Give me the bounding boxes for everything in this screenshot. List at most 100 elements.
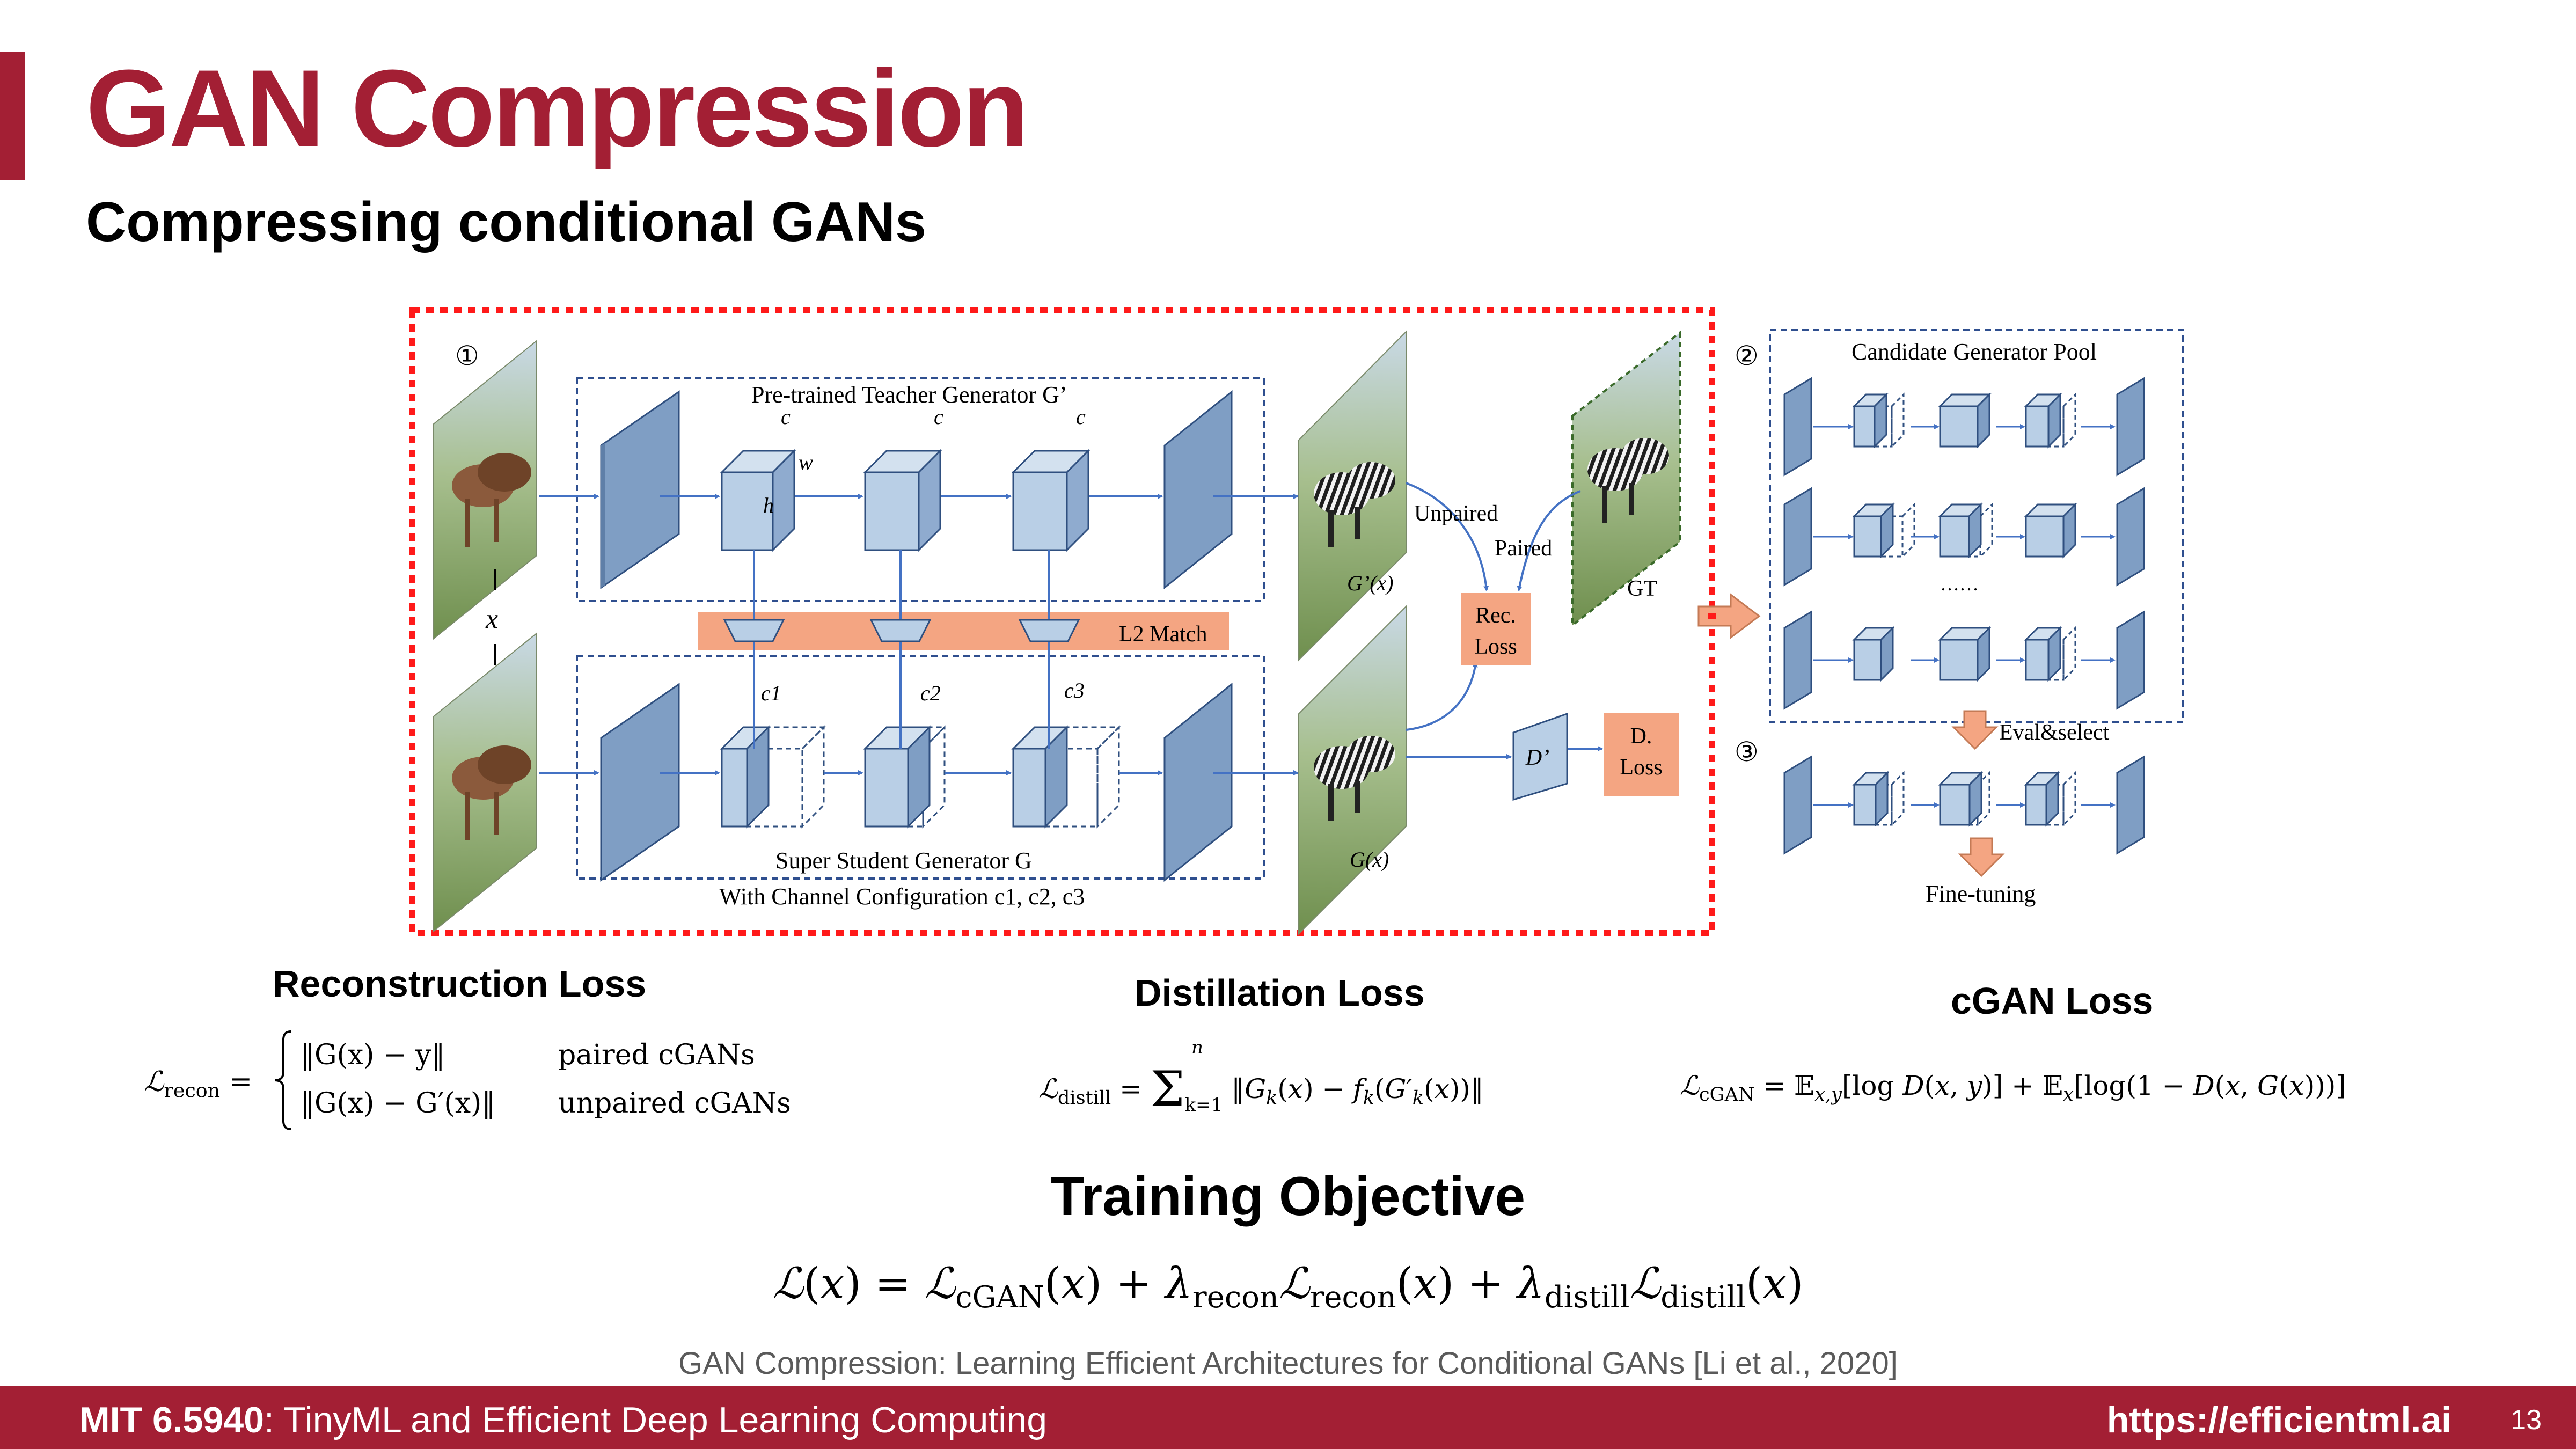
- rec-loss-label-line2: Loss: [1474, 634, 1517, 659]
- pool-row-1-output-layer: [2116, 377, 2145, 477]
- pool-row-3-block-1-front: [1853, 639, 1882, 681]
- teacher-generator-box: [576, 377, 1265, 602]
- pool-row-2-block-3-front: [2025, 515, 2065, 558]
- recon-case2-condition: unpaired cGANs: [558, 1087, 791, 1119]
- teacher-channel-label-3: c: [1076, 405, 1086, 429]
- teacher-channel-label-1: c: [781, 405, 791, 429]
- discriminator-shape: [1512, 712, 1568, 801]
- slide-subtitle: Compressing conditional GANs: [86, 191, 926, 253]
- training-objective-equation: ℒ(x) = ℒcGAN(x) + λreconℒrecon(x) + λdis…: [772, 1258, 1804, 1315]
- pool-row-1-block-1-front: [1853, 405, 1876, 448]
- d-loss-label-line2: Loss: [1620, 755, 1662, 780]
- stage-transition-dot: [1708, 613, 1716, 619]
- step-marker-1: ①: [455, 340, 479, 371]
- pool-row-2-output-layer: [2116, 487, 2145, 587]
- fine-tuning-arrow: [1958, 837, 2005, 877]
- footer-url-link[interactable]: https://efficientml.ai: [2106, 1400, 2451, 1440]
- pool-row-4-block-3-outline-side: [2062, 771, 2076, 827]
- input-x-label: x: [485, 604, 498, 634]
- teacher-channel-label-2: c: [934, 405, 943, 429]
- title-accent-bar: [0, 52, 25, 180]
- pool-row-4-input-layer: [1783, 755, 1812, 855]
- pool-row-2-block-2-outline-side: [1979, 502, 1993, 559]
- zebra-ground-truth: [1571, 330, 1681, 628]
- footer-course: MIT 6.5940: TinyML and Efficient Deep Le…: [79, 1402, 1047, 1438]
- horse-input-image-student: [433, 632, 537, 933]
- unpaired-label: Unpaired: [1414, 501, 1498, 526]
- student-channel-label-1: c1: [761, 681, 781, 705]
- d-loss-box: [1604, 713, 1679, 796]
- pool-row-3-block-3-outline-side: [2062, 626, 2076, 682]
- distill-sum-upper: n: [1191, 1037, 1203, 1058]
- teacher-generator-label: Pre-trained Teacher Generator G’: [751, 382, 1067, 408]
- student-generator-box: [576, 655, 1265, 880]
- pool-row-2-block-2-front: [1939, 515, 1970, 558]
- pool-row-4-block-2-outline-side: [1977, 771, 1990, 827]
- pool-row-1-block-2-front: [1939, 405, 1979, 448]
- cgan-loss-heading: cGAN Loss: [1951, 980, 2154, 1022]
- channel-config-label: With Channel Configuration c1, c2, c3: [719, 883, 1085, 910]
- recon-case1: ‖G(x) − y‖: [301, 1039, 445, 1071]
- pool-row-1-block-1-outline-side: [1891, 392, 1905, 449]
- paired-label: Paired: [1495, 536, 1552, 561]
- pool-row-3-output-layer: [2116, 610, 2145, 710]
- student-generator-label: Super Student Generator G: [775, 847, 1032, 874]
- teacher-output-label: G’(x): [1347, 571, 1394, 595]
- pool-row-4-output-layer: [2116, 755, 2145, 855]
- pool-row-1-block-3-front: [2025, 405, 2050, 448]
- step-marker-3: ③: [1735, 736, 1759, 767]
- footer-bar: MIT 6.5940: TinyML and Efficient Deep Le…: [0, 1386, 2576, 1449]
- pool-row-3-input-layer: [1783, 610, 1812, 710]
- pool-row-1-block-3-outline-side: [2062, 392, 2076, 449]
- teacher-layers: [600, 390, 1233, 590]
- pool-row-4-block-1-outline-side: [1891, 771, 1905, 827]
- d-loss-label-line1: D.: [1630, 724, 1652, 749]
- l2-match-band: [698, 612, 1229, 650]
- pool-row-2-block-1-front: [1853, 515, 1882, 558]
- footer-course-code: MIT 6.5940: [79, 1400, 264, 1440]
- recon-loss-heading: Reconstruction Loss: [273, 963, 647, 1005]
- rec-loss-box: [1461, 593, 1531, 665]
- rec-loss-label-line1: Rec.: [1475, 603, 1516, 628]
- pool-row-3-block-2-front: [1939, 639, 1979, 681]
- recon-loss-lhs: ℒrecon =: [144, 1066, 253, 1102]
- candidate-pool-title: Candidate Generator Pool: [1851, 339, 2097, 365]
- distill-loss-heading: Distillation Loss: [1135, 972, 1425, 1014]
- discriminator-label: D’: [1525, 745, 1549, 770]
- fine-tuning-label: Fine-tuning: [1926, 881, 2036, 907]
- dim-h-label: h: [763, 493, 774, 517]
- pool-row-2-input-layer: [1783, 487, 1812, 587]
- horse-input-image: [433, 339, 537, 640]
- distill-equation: ℒdistill = Σk=1 ‖Gk(x) − fk(G′k(x))‖: [1038, 1061, 1484, 1117]
- recon-brace: [274, 1030, 291, 1130]
- l2-match-connectors: [753, 550, 1050, 749]
- training-objective-heading: Training Objective: [1050, 1166, 1526, 1227]
- paper-citation: GAN Compression: Learning Efficient Arch…: [678, 1346, 1898, 1381]
- footer-course-name: : TinyML and Efficient Deep Learning Com…: [264, 1400, 1048, 1440]
- student-channel-label-3: c3: [1064, 678, 1085, 702]
- candidate-generator-rows: [1783, 377, 2145, 855]
- pool-ellipsis: ……: [1940, 573, 1979, 595]
- recon-case2: ‖G(x) − G′(x)‖: [301, 1087, 496, 1119]
- pool-row-4-block-3-front: [2025, 784, 2047, 826]
- student-layers: [600, 682, 1233, 882]
- zebra-teacher-output: [1298, 330, 1407, 662]
- pool-row-1-input-layer: [1783, 377, 1812, 477]
- gt-label: GT: [1627, 576, 1657, 601]
- l2-match-label: L2 Match: [1119, 622, 1207, 647]
- pool-row-3-block-3-front: [2025, 639, 2050, 681]
- page-number: 13: [2511, 1404, 2542, 1436]
- dim-w-label: w: [799, 450, 813, 474]
- student-channel-label-2: c2: [920, 681, 941, 705]
- cgan-equation: ℒcGAN = 𝔼x,y[log D(x, y)] + 𝔼x[log(1 − D…: [1680, 1070, 2346, 1106]
- pool-row-2-block-1-outline-side: [1901, 502, 1915, 559]
- slide-title: GAN Compression: [86, 47, 1029, 170]
- pool-row-4-block-2-front: [1939, 784, 1971, 826]
- student-output-label: G(x): [1350, 847, 1389, 872]
- step-marker-2: ②: [1735, 340, 1759, 371]
- zebra-student-output: [1298, 605, 1407, 935]
- loss-connections: [1406, 482, 1603, 759]
- eval-select-label: Eval&select: [1999, 720, 2110, 745]
- pool-row-4-block-1-front: [1853, 784, 1877, 826]
